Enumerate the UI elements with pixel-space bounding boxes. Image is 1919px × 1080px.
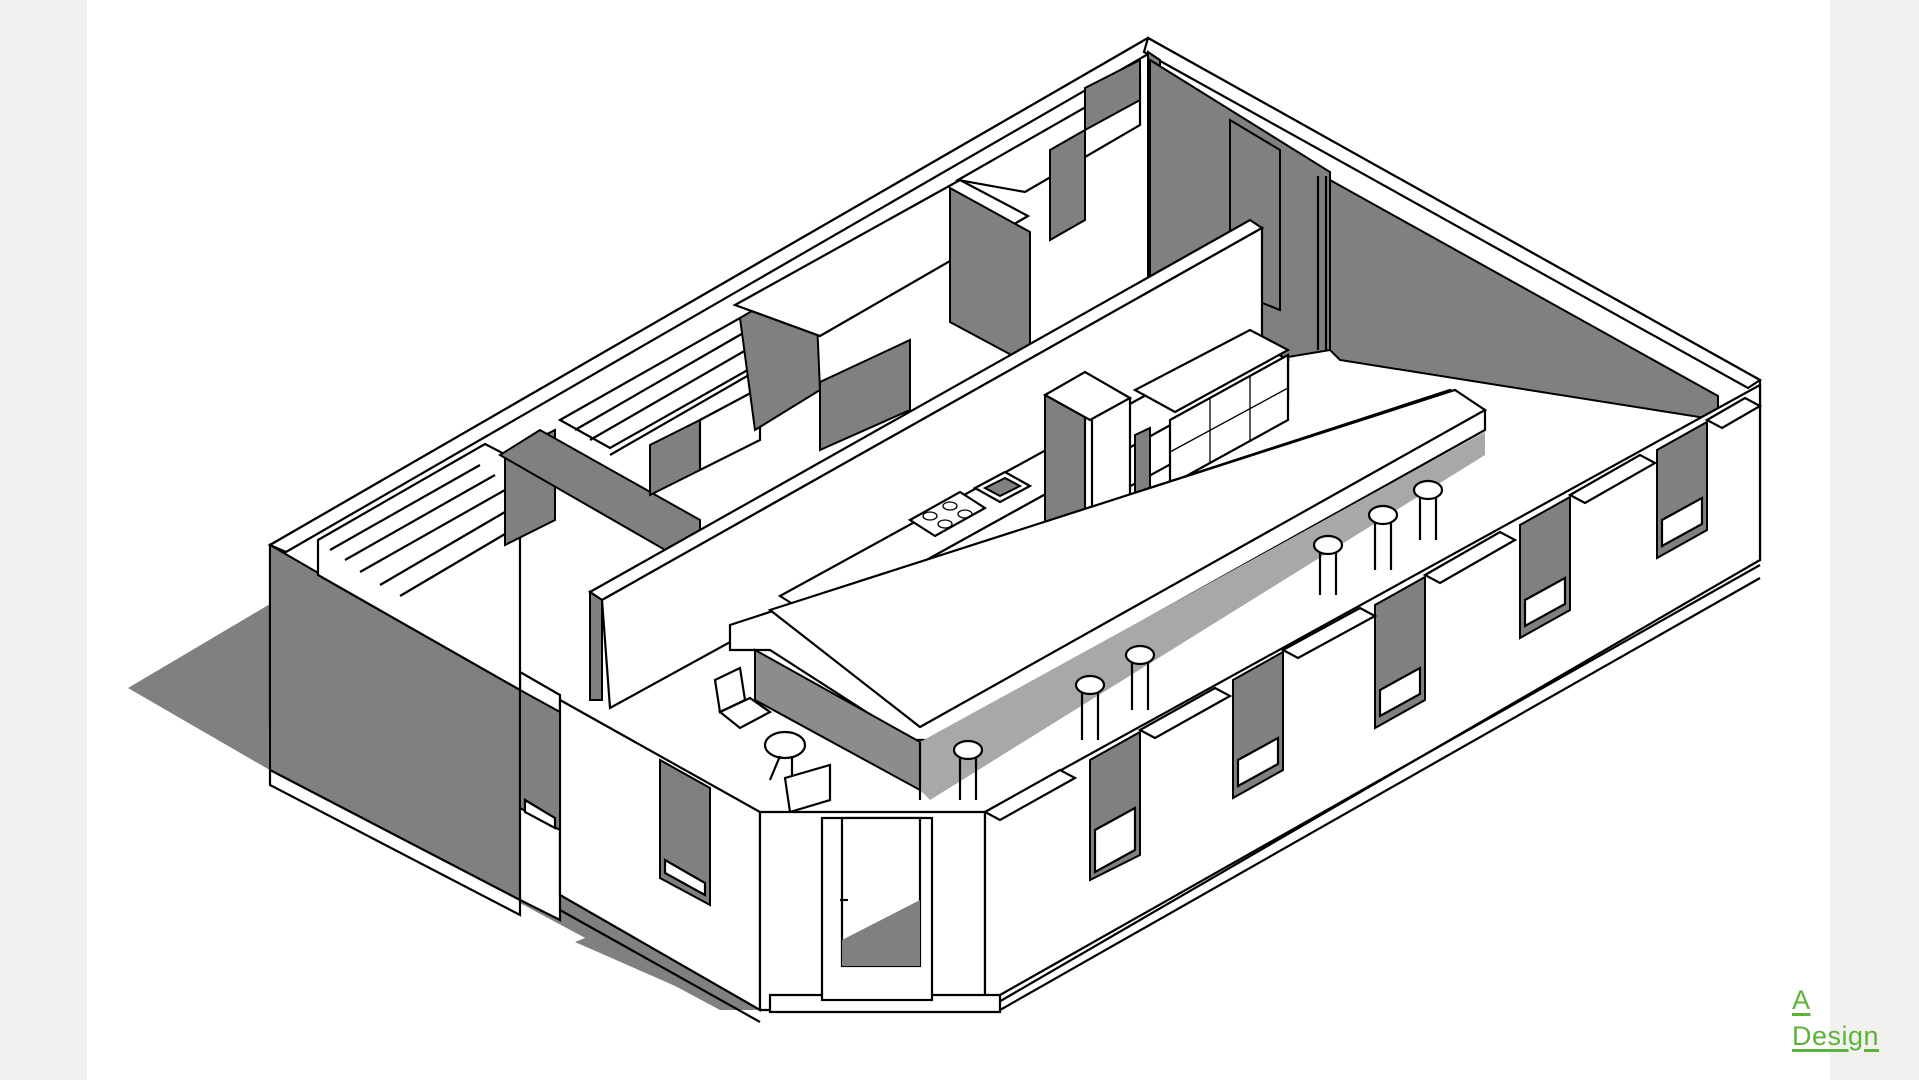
- stool-icon: [952, 739, 984, 800]
- window-icon: [1089, 730, 1141, 882]
- window-icon: [1656, 420, 1708, 560]
- table-icon: [763, 730, 807, 760]
- stool-icon: [1412, 479, 1444, 540]
- entry-door: [820, 816, 934, 1002]
- kitchen-partition-wall: [587, 218, 1265, 710]
- logo-line-design: Design: [1792, 1021, 1880, 1051]
- window-icon: [519, 688, 561, 832]
- stove-icon: [907, 490, 988, 538]
- kitchen-counter: [777, 328, 1291, 694]
- chair-icon: [783, 763, 832, 814]
- bar-counter: [728, 388, 1488, 800]
- shelving-middle-room: [557, 272, 822, 497]
- windows: [519, 420, 1708, 907]
- bar-stools: [952, 479, 1444, 800]
- sink-icon: [972, 470, 1033, 504]
- storage-rooms: [316, 58, 1281, 692]
- window-icon: [1232, 650, 1284, 800]
- upper-cabinet-top: [1132, 328, 1291, 414]
- stool-icon: [1124, 644, 1156, 710]
- window-icon: [1519, 495, 1571, 640]
- front-parapets: [982, 396, 1763, 822]
- stool-icon: [1074, 674, 1106, 740]
- window-icon: [659, 758, 711, 907]
- a-design-logo-link[interactable]: A Design: [1792, 982, 1879, 1054]
- logo-line-a: A: [1792, 985, 1811, 1015]
- stool-icon: [1312, 534, 1344, 595]
- window-icon: [1374, 575, 1426, 730]
- stool-icon: [1367, 504, 1399, 570]
- shelving-left-room: [329, 464, 506, 597]
- cafe-seating: [713, 666, 832, 814]
